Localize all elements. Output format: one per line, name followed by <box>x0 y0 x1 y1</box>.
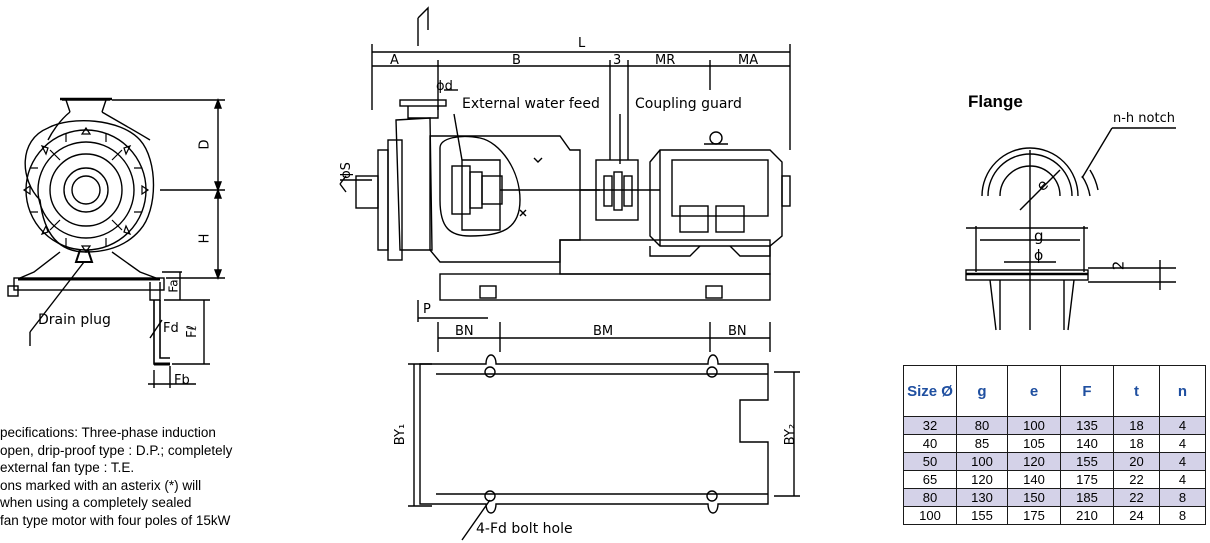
table-row: 80 130 150 185 22 8 <box>903 488 1206 507</box>
table-cell: 120 <box>1007 452 1061 471</box>
dim-label-A: A <box>390 53 399 68</box>
table-cell: 100 <box>1007 416 1061 435</box>
dim-label-BY1: BY₁ <box>393 423 409 446</box>
table-cell: 175 <box>1007 506 1061 525</box>
dim-label-P: P <box>423 302 431 317</box>
dim-label-2: 2 <box>1109 260 1128 271</box>
note-line: when using a completely sealed <box>0 495 192 510</box>
column-header: g <box>956 365 1008 417</box>
dim-label-B: B <box>512 53 521 68</box>
table-cell: 100 <box>956 452 1008 471</box>
table-cell: 4 <box>1159 452 1206 471</box>
note-line: open, drip-proof type : D.P.; completely <box>0 442 233 458</box>
table-cell: 32 <box>903 416 957 435</box>
table-cell: 8 <box>1159 506 1206 525</box>
dim-label-D: D <box>197 139 213 150</box>
drain-plug-label: Drain plug <box>38 312 111 328</box>
flange-view <box>965 127 1176 331</box>
specification-notes: pecifications: Three-phase induction ope… <box>0 424 320 529</box>
table-cell: 85 <box>956 434 1008 453</box>
dim-label-3: 3 <box>613 53 622 68</box>
note-line: pecifications: Three-phase induction <box>0 425 216 440</box>
dim-label-Fa: Fa <box>166 279 181 293</box>
table-cell: 22 <box>1113 488 1160 507</box>
dim-label-MA: MA <box>738 53 759 68</box>
table-cell: 40 <box>903 434 957 453</box>
table-cell: 8 <box>1159 488 1206 507</box>
table-cell: 4 <box>1159 416 1206 435</box>
table-cell: 175 <box>1060 470 1114 489</box>
table-cell: 22 <box>1113 470 1160 489</box>
dim-label-Fd: Fd <box>163 321 179 336</box>
table-row: 32 80 100 135 18 4 <box>903 416 1206 435</box>
flange-title: Flange <box>968 92 1023 111</box>
table-cell: 4 <box>1159 434 1206 453</box>
dim-label-phi: ϕ <box>1034 248 1044 264</box>
table-cell: 185 <box>1060 488 1114 507</box>
dim-label-BN-left: BN <box>455 324 474 339</box>
table-cell: 65 <box>903 470 957 489</box>
table-cell: 20 <box>1113 452 1160 471</box>
table-cell: 80 <box>903 488 957 507</box>
pump-side-view <box>339 6 791 322</box>
table-cell: 140 <box>1007 470 1061 489</box>
table-cell: 140 <box>1060 434 1114 453</box>
table-cell: 18 <box>1113 434 1160 453</box>
table-cell: 4 <box>1159 470 1206 489</box>
dim-label-BY2: BY₂ <box>783 423 799 446</box>
table-cell: 18 <box>1113 416 1160 435</box>
external-water-feed-label: External water feed <box>462 96 600 112</box>
table-cell: 135 <box>1060 416 1114 435</box>
table-cell: 155 <box>956 506 1008 525</box>
table-row: 50 100 120 155 20 4 <box>903 452 1206 471</box>
dim-label-phiS: ϕS <box>338 162 354 179</box>
table-cell: 50 <box>903 452 957 471</box>
dim-label-phid: ϕd <box>436 79 453 94</box>
table-cell: 105 <box>1007 434 1061 453</box>
table-cell: 100 <box>903 506 957 525</box>
column-header: n <box>1159 365 1206 417</box>
table-cell: 24 <box>1113 506 1160 525</box>
dim-label-MR: MR <box>655 53 676 68</box>
note-line: fan type motor with four poles of 15kW <box>0 512 231 528</box>
notch-label: n-h notch <box>1113 111 1175 126</box>
pump-front-view <box>7 97 225 388</box>
column-header: Size Ø <box>903 365 957 417</box>
dim-label-L: L <box>578 36 586 51</box>
table-cell: 120 <box>956 470 1008 489</box>
note-line: external fan type : T.E. <box>0 460 135 475</box>
flange-dimension-table: Size Ø g e F t n 32 80 100 135 18 4 40 8… <box>903 365 1206 525</box>
table-row: 65 120 140 175 22 4 <box>903 470 1206 489</box>
dim-label-Fb: Fb <box>174 373 190 388</box>
table-cell: 210 <box>1060 506 1114 525</box>
column-header: F <box>1060 365 1114 417</box>
bolt-hole-label: 4-Fd bolt hole <box>476 521 573 537</box>
coupling-guard-label: Coupling guard <box>635 96 742 112</box>
table-cell: 155 <box>1060 452 1114 471</box>
dim-label-BM: BM <box>593 324 614 339</box>
dim-label-BN-right: BN <box>728 324 747 339</box>
dim-label-g: g <box>1034 227 1044 245</box>
dim-label-H: H <box>197 233 213 244</box>
dim-label-Fl: Fℓ <box>184 325 200 338</box>
note-line: ons marked with an asterix (*) will <box>0 477 202 493</box>
table-cell: 130 <box>956 488 1008 507</box>
column-header: t <box>1113 365 1160 417</box>
base-plan-view <box>408 322 800 541</box>
table-row: 100 155 175 210 24 8 <box>903 506 1206 525</box>
table-row: 40 85 105 140 18 4 <box>903 434 1206 453</box>
table-cell: 150 <box>1007 488 1061 507</box>
column-header: e <box>1007 365 1061 417</box>
table-cell: 80 <box>956 416 1008 435</box>
table-header-row: Size Ø g e F t n <box>903 365 1206 417</box>
